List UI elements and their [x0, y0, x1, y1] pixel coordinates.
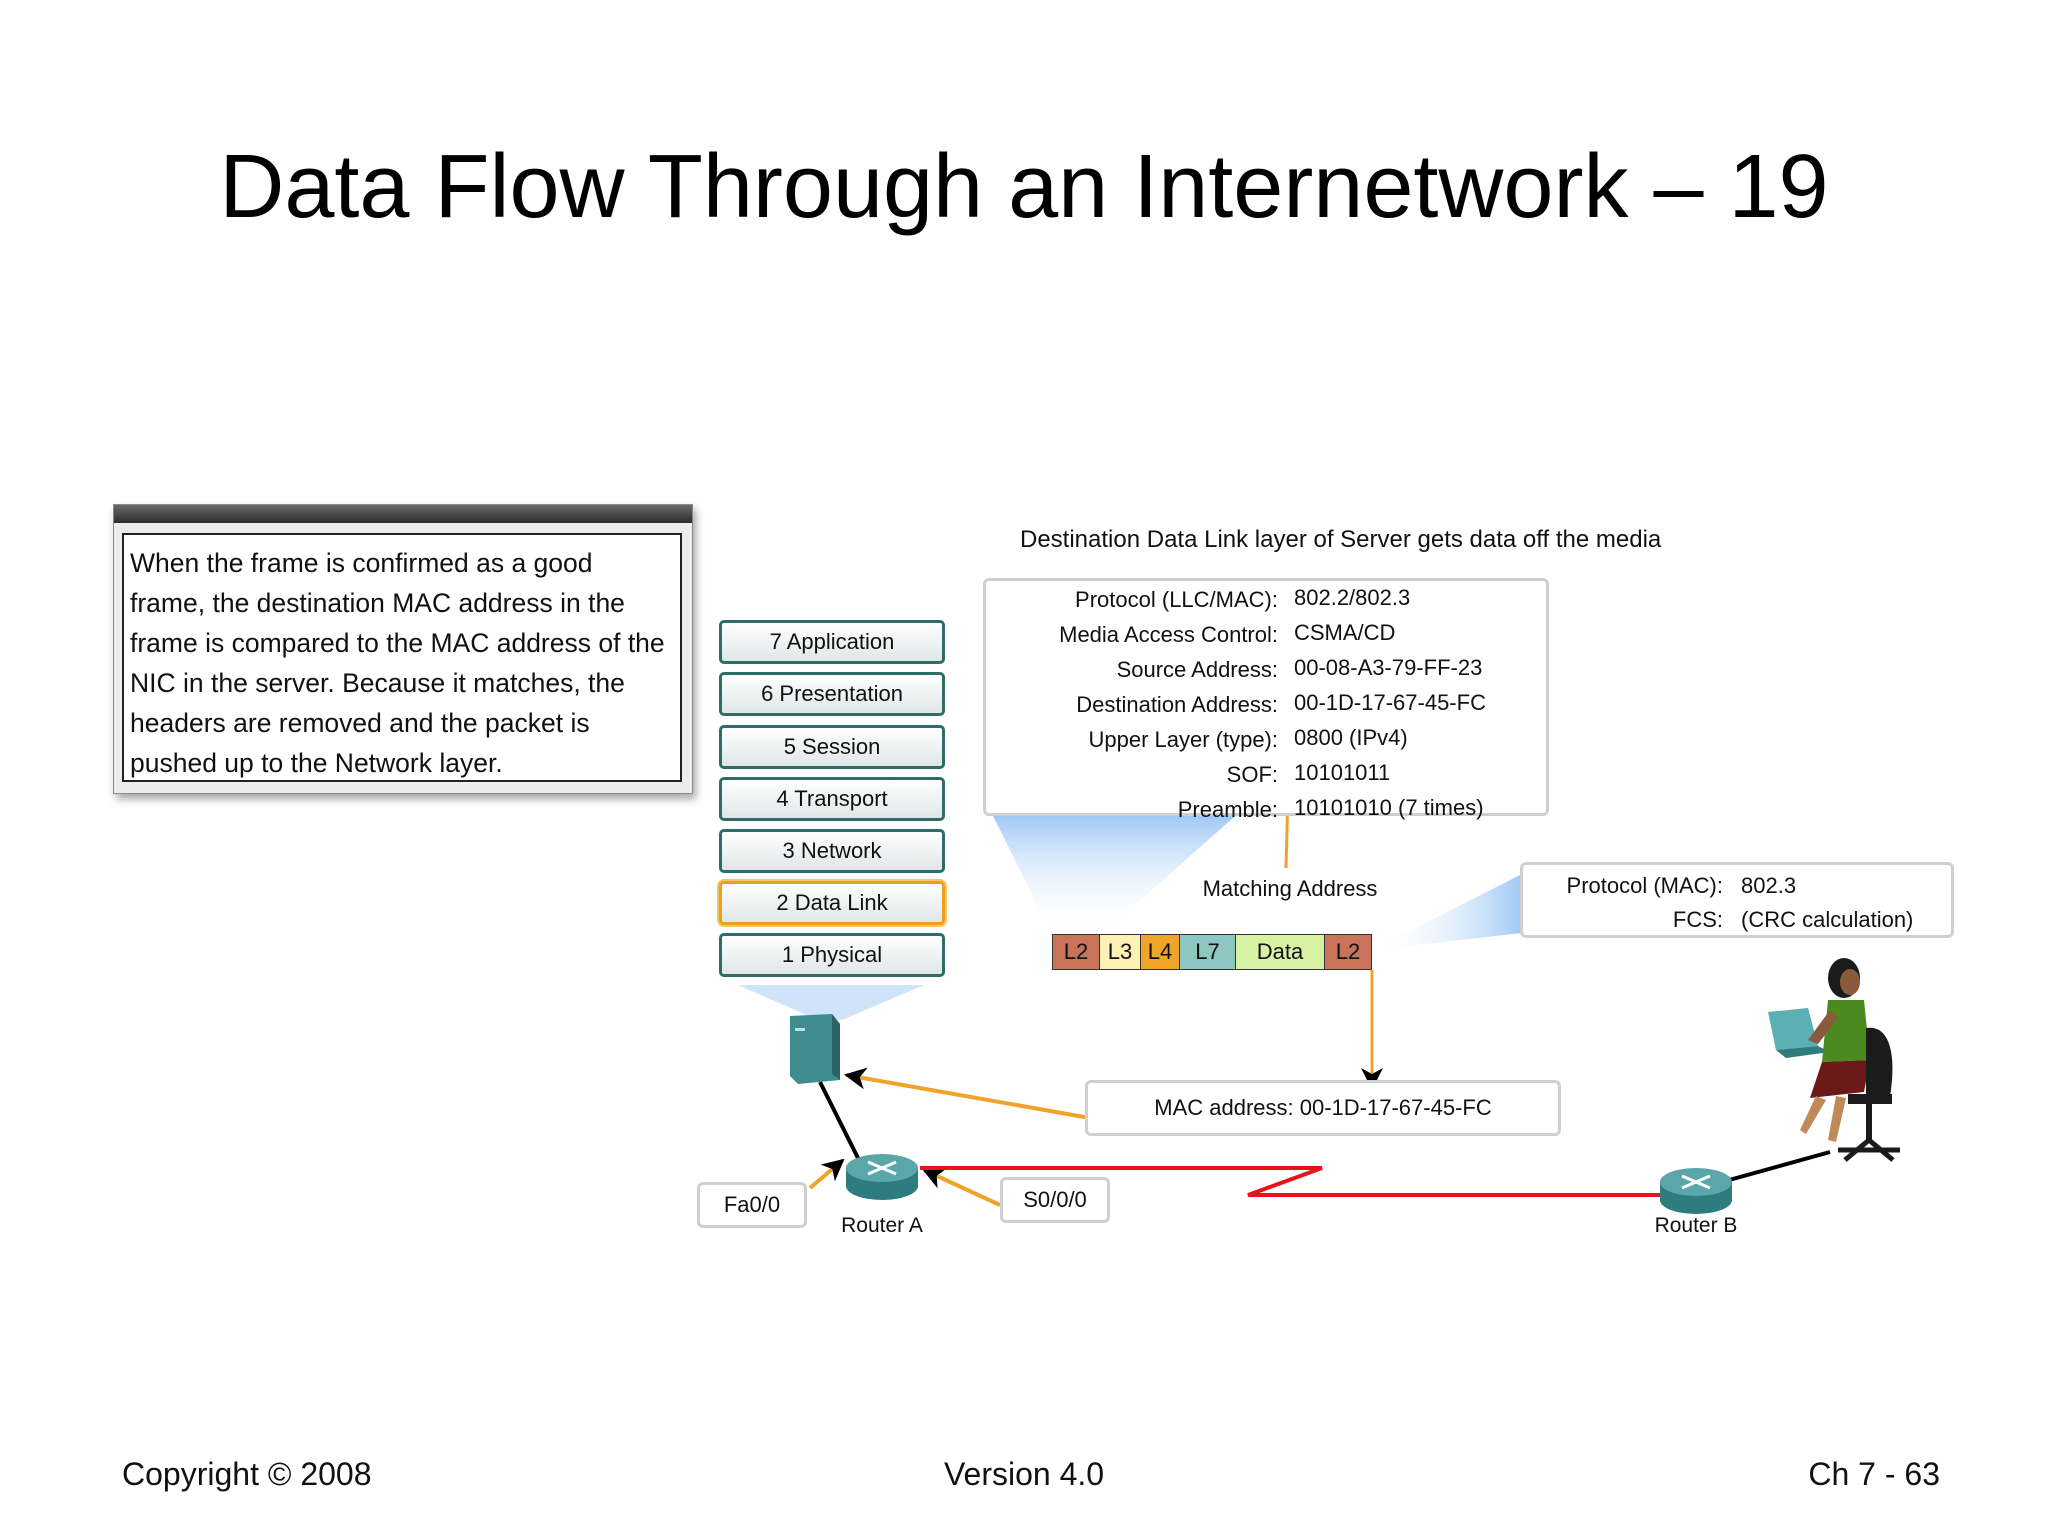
field-label-destination-address: Destination Address:: [1076, 692, 1278, 717]
header-beam: [990, 810, 1242, 934]
field-label-preamble: Preamble:: [1177, 797, 1278, 822]
field-label-media-access: Media Access Control:: [1059, 622, 1278, 647]
mac-to-server-arrow: [844, 1067, 1091, 1120]
matching-address-label: Matching Address: [1202, 876, 1378, 901]
frame-segment-l2-header: L2: [1052, 934, 1100, 970]
explanation-title-bar: [114, 505, 692, 523]
trailer-label-fcs: FCS:: [1672, 907, 1723, 932]
explanation-box: When the frame is confirmed as a good fr…: [122, 533, 682, 782]
footer-copyright: Copyright © 2008: [122, 1456, 372, 1492]
explanation-line: headers are removed and the packet is: [130, 708, 590, 738]
serial-arrow: [922, 1168, 1001, 1207]
osi-layer-physical: 1 Physical: [719, 933, 945, 977]
explanation-text: When the frame is confirmed as a good fr…: [130, 543, 678, 783]
trailer-label-protocol: Protocol (MAC):: [1566, 873, 1723, 898]
field-value-upper-layer: 0800 (IPv4): [1294, 725, 1408, 750]
explanation-line: frame is compared to the MAC address of …: [130, 628, 665, 658]
osi-layer-presentation: 6 Presentation: [719, 672, 945, 716]
fa-arrow: [808, 1158, 845, 1190]
footer-version: Version 4.0: [943, 1456, 1105, 1492]
frame-segment-l2-trailer: L2: [1324, 934, 1372, 970]
server-router-link: [818, 1081, 864, 1167]
router-a-icon: [846, 1154, 918, 1200]
explanation-line: When the frame is confirmed as a good: [130, 548, 593, 578]
routerb-pc-link: [1721, 1150, 1831, 1184]
field-value-sof: 10101011: [1294, 760, 1391, 785]
diagram-heading: Destination Data Link layer of Server ge…: [1020, 526, 1662, 553]
router-a-label: Router A: [841, 1214, 923, 1237]
trailer-beam: [1372, 870, 1530, 950]
frame-segment-data: Data: [1235, 934, 1325, 970]
field-label-sof: SOF:: [1226, 762, 1278, 787]
footer-page-number: Ch 7 - 63: [1808, 1456, 1940, 1492]
trailer-value-protocol: 802.3: [1741, 873, 1797, 898]
user-at-laptop-icon: [1768, 958, 1900, 1162]
frame-trailer-callout: Protocol (MAC): 802.3 FCS: (CRC calculat…: [1520, 862, 1954, 938]
frame-header-callout: Protocol (LLC/MAC): 802.2/802.3 Media Ac…: [983, 578, 1549, 822]
field-value-media-access: CSMA/CD: [1294, 620, 1396, 645]
osi-layer-transport: 4 Transport: [719, 777, 945, 821]
field-value-protocol: 802.2/802.3: [1294, 585, 1411, 610]
explanation-line: frame, the destination MAC address in th…: [130, 588, 625, 618]
field-label-upper-layer: Upper Layer (type):: [1088, 727, 1278, 752]
explanation-line: pushed up to the Network layer.: [130, 748, 503, 778]
field-value-destination-address: 00-1D-17-67-45-FC: [1294, 690, 1486, 715]
frame-segment-l3: L3: [1099, 934, 1141, 970]
explanation-line: NIC in the server. Because it matches, t…: [130, 668, 625, 698]
osi-layer-application: 7 Application: [719, 620, 945, 664]
explanation-panel: When the frame is confirmed as a good fr…: [113, 504, 693, 794]
fa-interface-label: Fa0/0: [697, 1182, 807, 1228]
frame: L2 L3 L4 L7 Data L2: [1052, 934, 1372, 970]
field-label-source-address: Source Address:: [1116, 657, 1278, 682]
field-value-source-address: 00-08-A3-79-FF-23: [1294, 655, 1483, 680]
wan-serial-link: [920, 1166, 1678, 1197]
slide-title: Data Flow Through an Internetwork – 19: [219, 137, 1829, 237]
server-icon: [790, 1014, 840, 1084]
frame-segment-l4: L4: [1140, 934, 1180, 970]
serial-interface-label: S0/0/0: [1000, 1177, 1110, 1223]
mac-address-box: MAC address: 00-1D-17-67-45-FC: [1085, 1080, 1561, 1136]
field-value-preamble: 10101010 (7 times): [1294, 795, 1484, 820]
router-b-icon: [1660, 1168, 1732, 1214]
trailer-value-fcs: (CRC calculation): [1741, 907, 1914, 932]
stack-beam: [738, 985, 924, 1020]
field-label-protocol: Protocol (LLC/MAC):: [1075, 587, 1278, 612]
osi-layer-network: 3 Network: [719, 829, 945, 873]
osi-layer-data-link: 2 Data Link: [719, 881, 945, 925]
frame-segment-l7: L7: [1179, 934, 1236, 970]
osi-layer-session: 5 Session: [719, 725, 945, 769]
router-b-label: Router B: [1654, 1214, 1738, 1237]
